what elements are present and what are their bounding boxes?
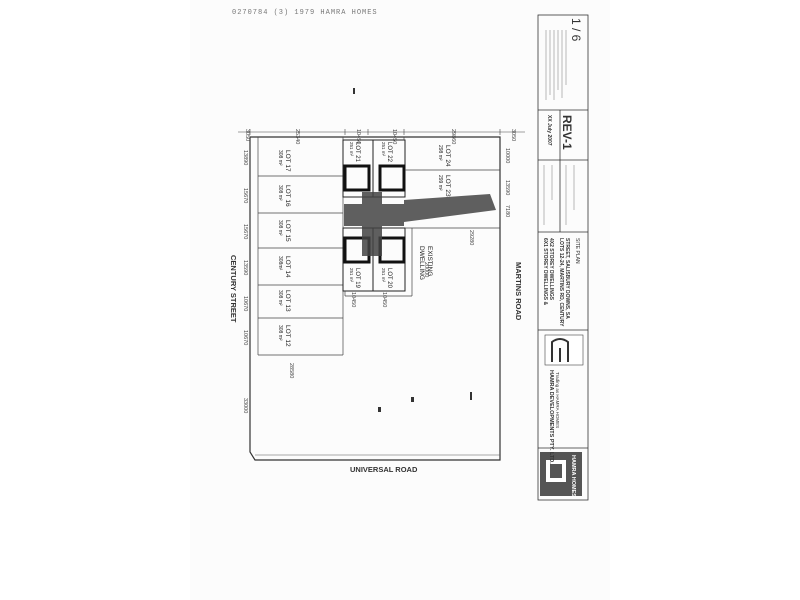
svg-text:308m²: 308m² — [277, 256, 283, 271]
svg-text:251 m²: 251 m² — [381, 142, 386, 157]
svg-text:XX July 2007: XX July 2007 — [546, 115, 552, 146]
svg-text:LOT 24: LOT 24 — [444, 145, 451, 167]
svg-text:308 m²: 308 m² — [277, 185, 283, 201]
svg-text:10450: 10450 — [381, 292, 387, 307]
svg-text:13590: 13590 — [242, 260, 248, 275]
svg-text:EXISTING: EXISTING — [426, 246, 433, 276]
title-notes — [543, 30, 575, 225]
hamra-logo: HAMRA HOMES — [540, 452, 582, 497]
svg-text:HAMRA HOMES: HAMRA HOMES — [570, 455, 576, 497]
svg-text:10670: 10670 — [242, 330, 248, 345]
svg-text:20000: 20000 — [423, 262, 429, 277]
svg-text:LOT 20: LOT 20 — [386, 268, 392, 289]
svg-text:SITE PLAN: SITE PLAN — [574, 238, 580, 264]
svg-text:308 m²: 308 m² — [277, 325, 283, 341]
lot-labels: LOT 17 308 m² LOT 16 308 m² LOT 15 308 m… — [277, 142, 451, 347]
svg-text:LOT 15: LOT 15 — [284, 220, 291, 242]
svg-text:LOT 12: LOT 12 — [284, 325, 291, 347]
svg-text:UNIVERSAL ROAD: UNIVERSAL ROAD — [350, 465, 418, 474]
title-block-text: HAMRA DEVELOPMENTS PTY. LTD. Trading as … — [542, 18, 583, 464]
svg-text:REV-1: REV-1 — [560, 115, 574, 150]
site-boundary — [249, 136, 501, 461]
svg-text:10450: 10450 — [355, 129, 361, 144]
svg-text:10000: 10000 — [504, 148, 510, 163]
svg-text:251 m²: 251 m² — [381, 268, 386, 283]
svg-text:6X1 STOREY DWELLINGS &: 6X1 STOREY DWELLINGS & — [542, 238, 548, 305]
svg-text:13590: 13590 — [504, 180, 510, 195]
svg-text:LOT 23: LOT 23 — [444, 175, 451, 197]
svg-text:10670: 10670 — [242, 296, 248, 311]
svg-text:LOT 14: LOT 14 — [284, 256, 291, 278]
svg-text:25340: 25340 — [294, 129, 300, 144]
svg-text:HAMRA DEVELOPMENTS PTY. LTD.: HAMRA DEVELOPMENTS PTY. LTD. — [548, 370, 554, 464]
svg-text:CENTURY STREET: CENTURY STREET — [229, 255, 238, 323]
svg-text:Trading as HAMRA HOMES: Trading as HAMRA HOMES — [555, 372, 560, 428]
svg-text:LOTS 12-24, MARTINS RD, CENTUR: LOTS 12-24, MARTINS RD, CENTURY — [558, 238, 564, 327]
title-block — [537, 14, 589, 501]
svg-text:1 / 6: 1 / 6 — [569, 18, 583, 42]
svg-text:7180: 7180 — [504, 205, 510, 217]
svg-text:LOT 13: LOT 13 — [284, 290, 291, 312]
svg-text:299 m²: 299 m² — [437, 175, 443, 191]
svg-text:251 m²: 251 m² — [349, 268, 354, 283]
svg-text:29860: 29860 — [450, 129, 456, 144]
svg-text:LOT 22: LOT 22 — [386, 142, 392, 163]
svg-text:4X2 STOREY DWELLINGS: 4X2 STOREY DWELLINGS — [548, 238, 554, 301]
svg-text:3050: 3050 — [244, 129, 250, 141]
svg-text:LOT 19: LOT 19 — [354, 268, 360, 289]
svg-text:28580: 28580 — [288, 363, 294, 378]
svg-text:DWELLING: DWELLING — [418, 246, 425, 280]
svg-text:MARTINS ROAD: MARTINS ROAD — [514, 262, 523, 321]
svg-text:298 m²: 298 m² — [437, 145, 443, 161]
svg-text:10450: 10450 — [391, 129, 397, 144]
fax-header: 0270784 (3) 1979 HAMRA HOMES — [232, 9, 378, 17]
right-lots — [344, 137, 500, 297]
svg-text:308 m²: 308 m² — [277, 220, 283, 236]
svg-text:LOT 17: LOT 17 — [284, 150, 291, 172]
svg-text:13890: 13890 — [242, 150, 248, 165]
svg-text:15670: 15670 — [242, 224, 248, 239]
svg-text:33000: 33000 — [242, 398, 248, 413]
svg-text:LOT 16: LOT 16 — [284, 185, 291, 207]
svg-text:3050: 3050 — [510, 129, 516, 141]
left-lots — [257, 137, 344, 356]
svg-text:STREET, SALISBURY DOWNS, SA: STREET, SALISBURY DOWNS, SA — [564, 238, 570, 319]
svg-text:LOT 21: LOT 21 — [354, 142, 360, 163]
svg-text:308 m²: 308 m² — [277, 150, 283, 166]
plan-thumbnail — [544, 334, 584, 366]
street-labels: CENTURY STREET MARTINS ROAD UNIVERSAL RO… — [229, 255, 523, 474]
svg-text:308 m²: 308 m² — [277, 290, 283, 306]
svg-text:251 m²: 251 m² — [349, 142, 354, 157]
svg-text:10450: 10450 — [350, 292, 356, 307]
dimensions: 3050 25340 10450 10450 29860 3050 13890 … — [242, 129, 516, 413]
svg-text:29280: 29280 — [468, 230, 474, 245]
driveway — [344, 192, 496, 256]
svg-text:15670: 15670 — [242, 188, 248, 203]
